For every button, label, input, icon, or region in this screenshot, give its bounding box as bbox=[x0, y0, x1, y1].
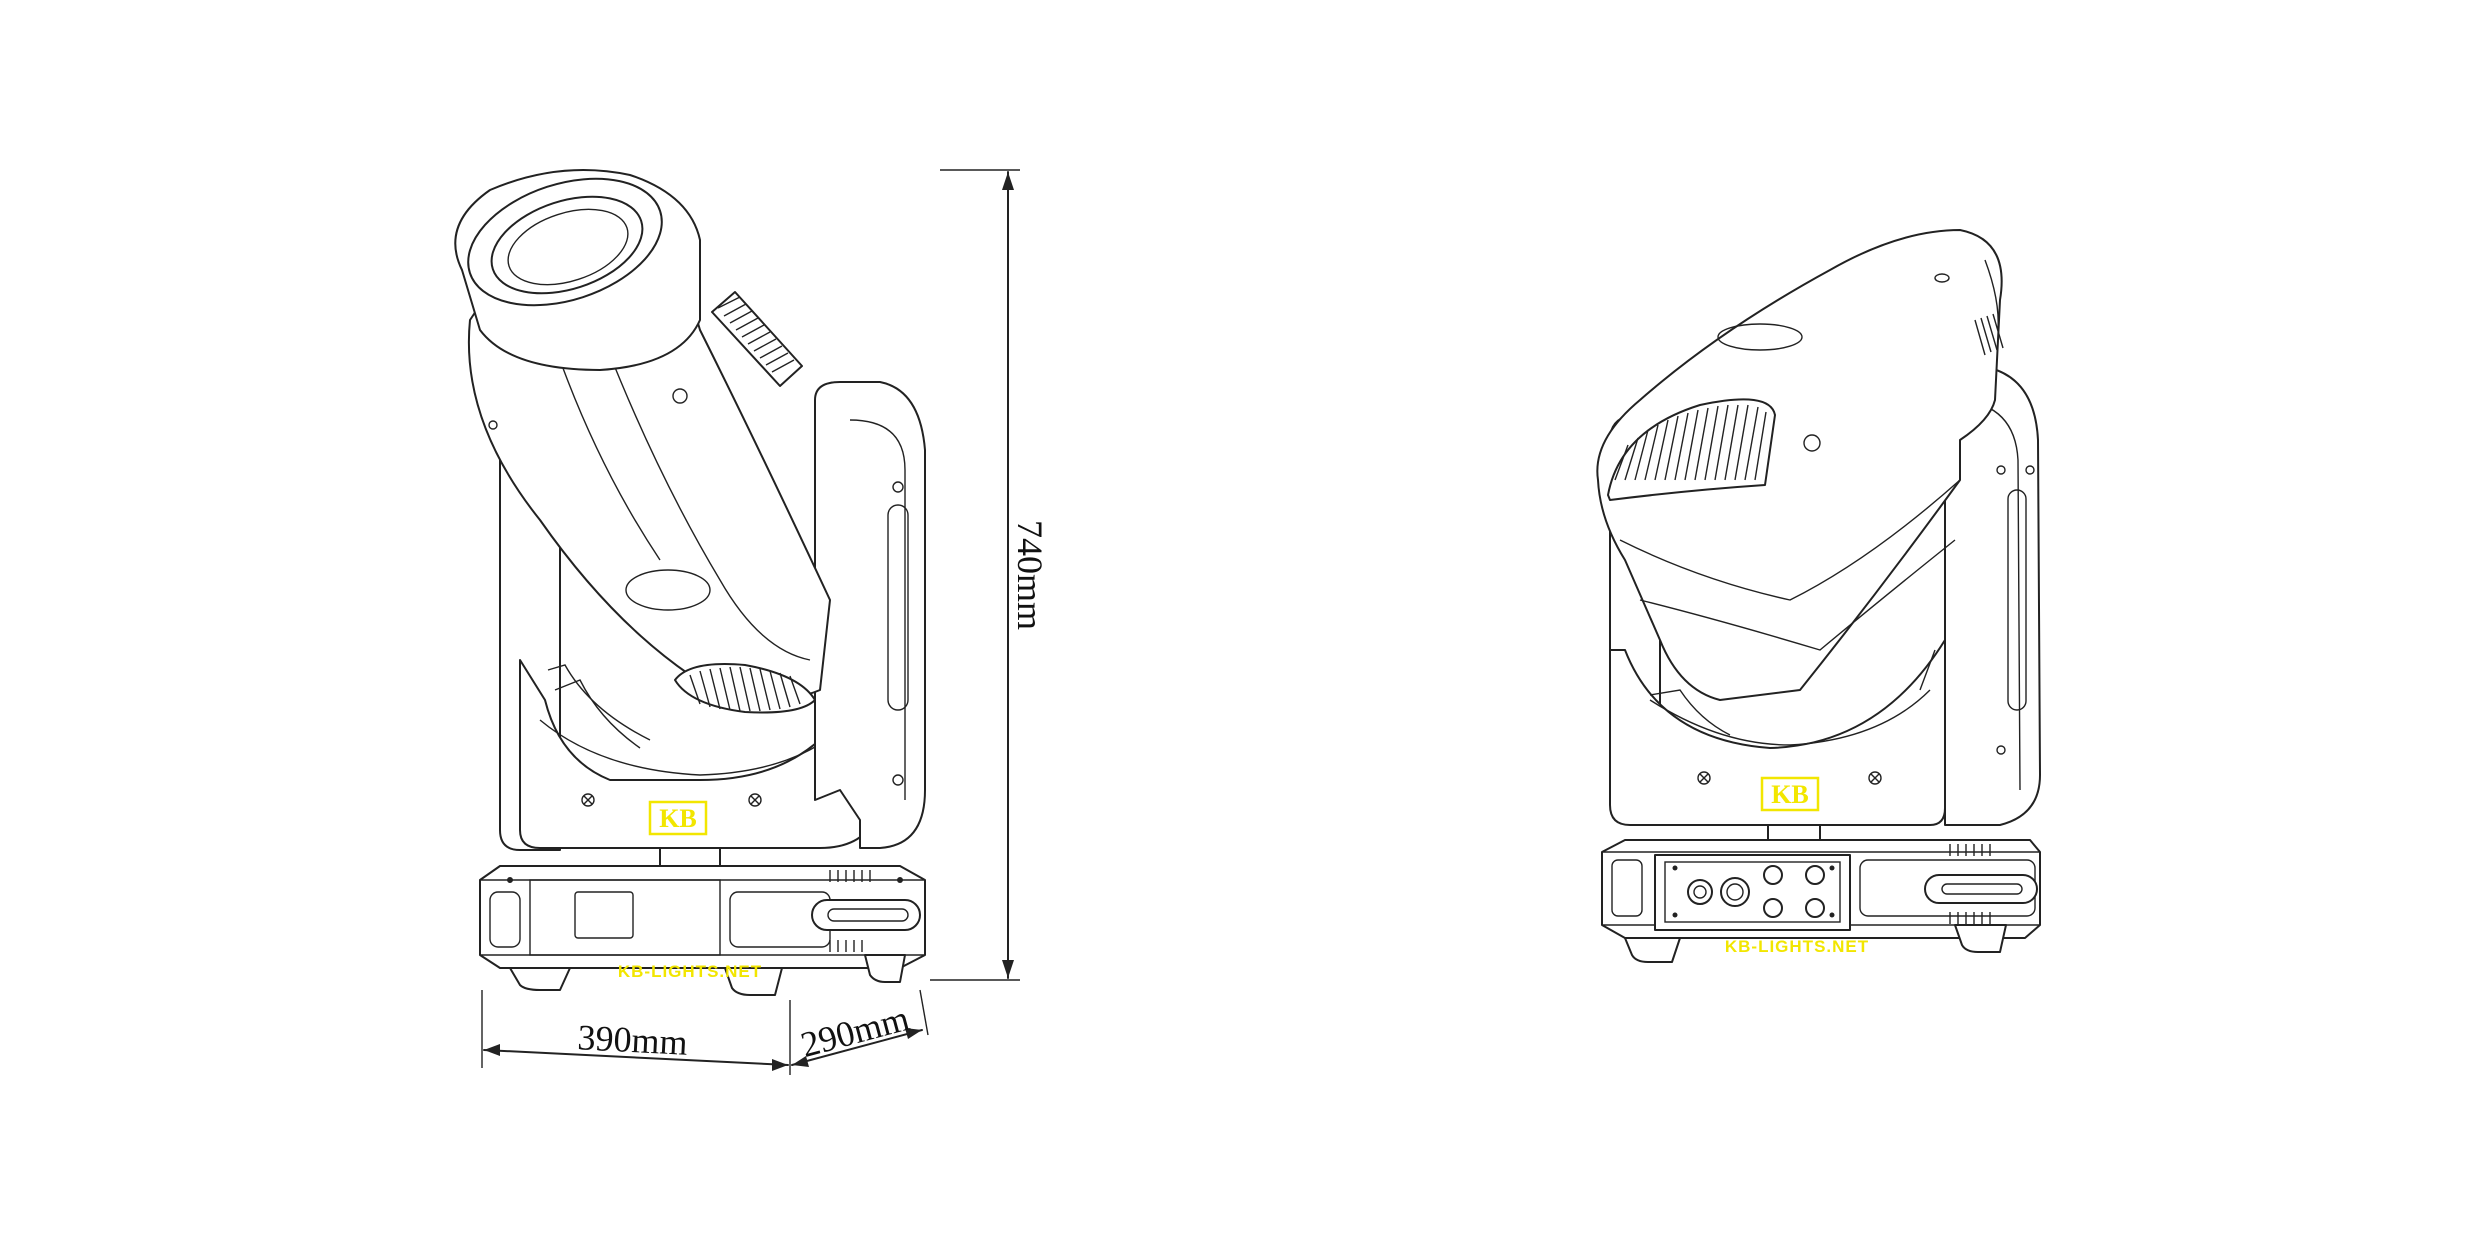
width-dimension-label: 390mm bbox=[577, 1017, 689, 1063]
depth-dimension-label: 290mm bbox=[797, 998, 914, 1065]
front-logo: KB bbox=[659, 804, 697, 833]
moving-head-rear-view: KB bbox=[1596, 229, 2041, 963]
rear-watermark: KB-LIGHTS.NET bbox=[1725, 937, 1869, 956]
rear-logo: KB bbox=[1771, 780, 1809, 809]
moving-head-front-view: KB KB-LIGHTS.NET bbox=[454, 169, 926, 996]
front-watermark: KB-LIGHTS.NET bbox=[618, 962, 762, 981]
height-dimension-label: 740mm bbox=[1010, 520, 1050, 630]
